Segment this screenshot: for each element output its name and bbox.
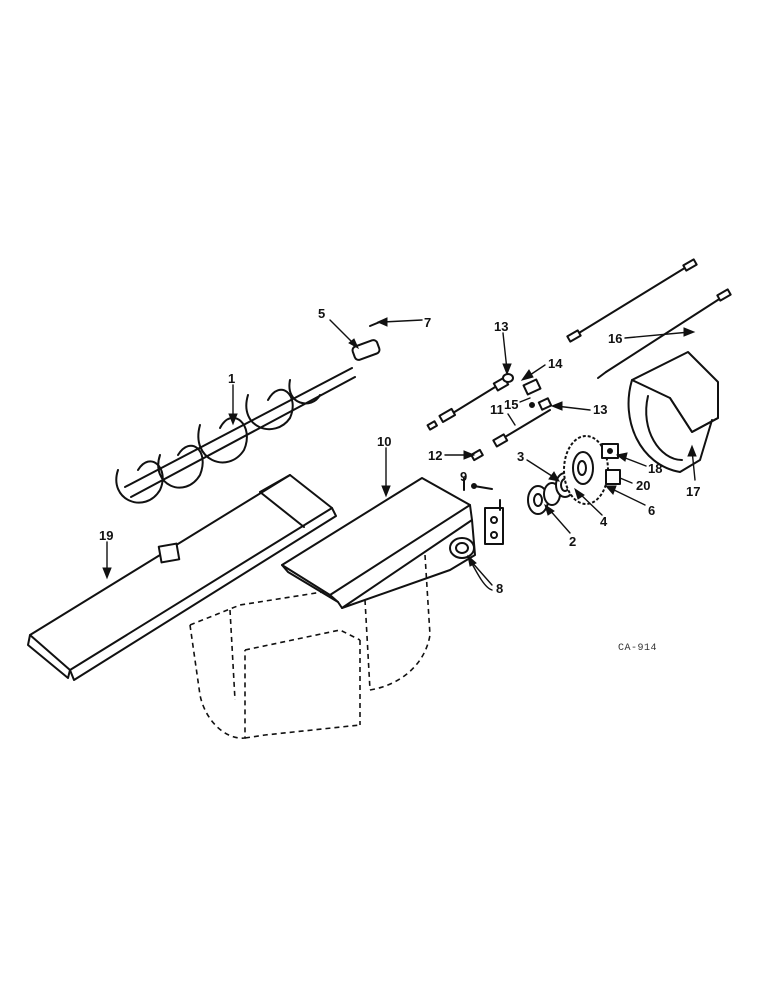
callout-13-top: 13: [494, 319, 508, 334]
callout-6: 6: [648, 503, 655, 518]
auger-part: [115, 367, 356, 504]
callout-19: 19: [99, 528, 113, 543]
rod-part: [566, 258, 732, 379]
linkage-assembly: [426, 373, 553, 462]
trough-cover-part: [27, 474, 337, 681]
sprocket-part: [563, 435, 621, 505]
callout-17: 17: [686, 484, 700, 499]
callout-16: 16: [608, 331, 622, 346]
callout-8: 8: [496, 581, 503, 596]
callout-14: 14: [548, 356, 563, 371]
guard-part: [627, 351, 719, 473]
bolt-part: [471, 483, 493, 490]
callout-18: 18: [648, 461, 662, 476]
callout-7: 7: [424, 315, 431, 330]
bearing-part: [449, 537, 493, 591]
callout-5: 5: [318, 306, 325, 321]
callout-4: 4: [600, 514, 608, 529]
housing-part: [281, 477, 504, 609]
coupler-part: [351, 339, 381, 361]
callout-9: 9: [460, 469, 467, 484]
callout-1: 1: [228, 371, 235, 386]
callout-13-lower: 13: [593, 402, 607, 417]
callout-15: 15: [504, 397, 518, 412]
callout-12: 12: [428, 448, 442, 463]
leader-lines: [102, 317, 697, 586]
callout-labels: 1 5 7 13 14 15 13 11 12 10 9 19 8 3 2 4 …: [99, 306, 700, 596]
callout-10: 10: [377, 434, 391, 449]
figure-code: CA-914: [618, 643, 657, 654]
callout-20: 20: [636, 478, 650, 493]
hopper-outline: [189, 554, 431, 739]
callout-3: 3: [517, 449, 524, 464]
callout-2: 2: [569, 534, 576, 549]
callout-11: 11: [490, 402, 504, 417]
